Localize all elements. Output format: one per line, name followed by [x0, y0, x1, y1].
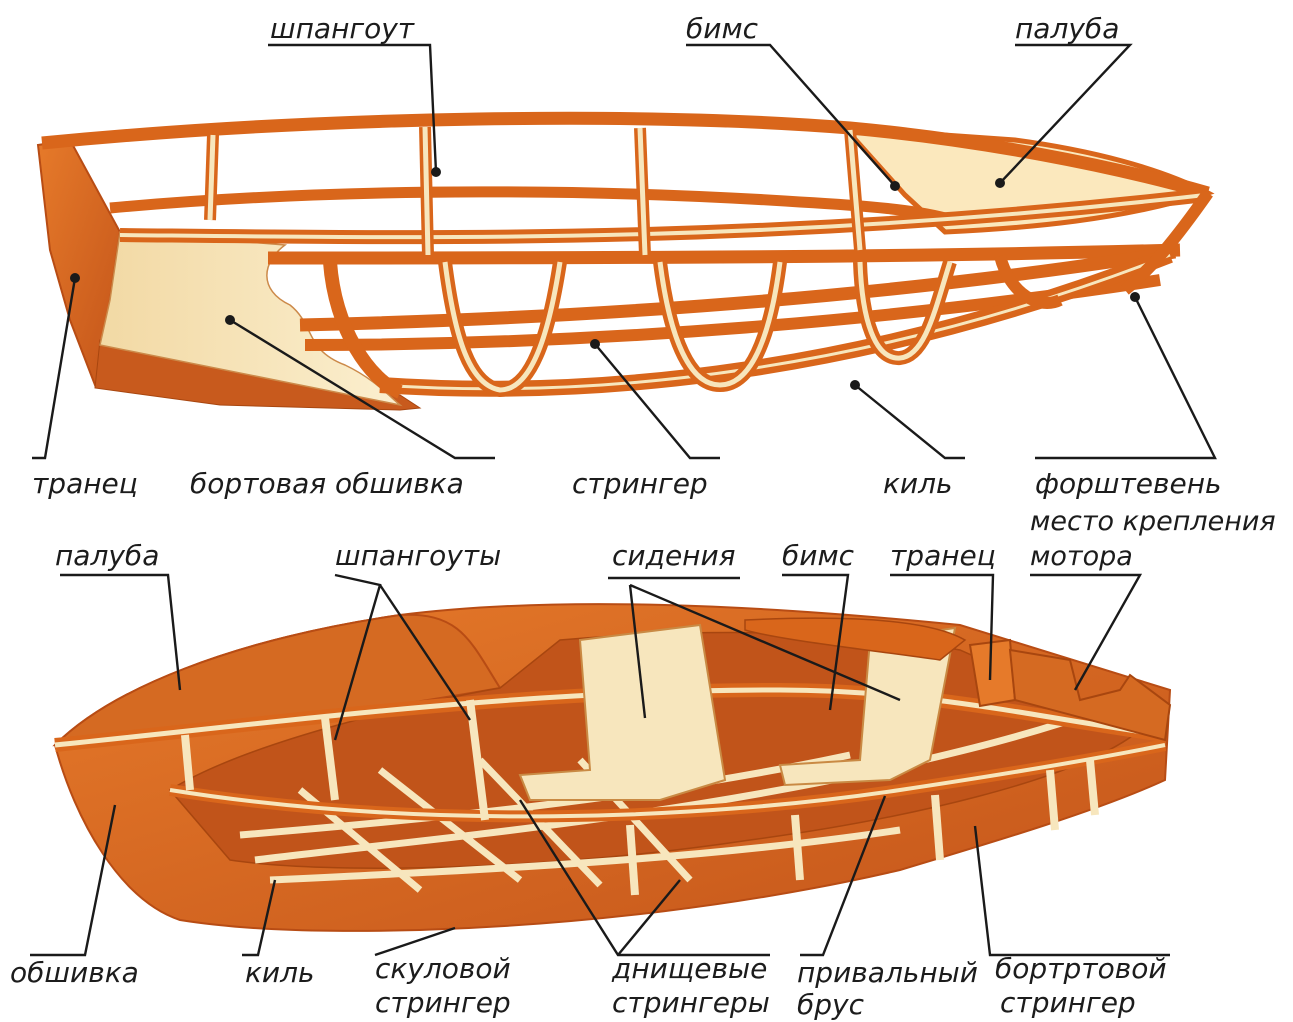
- bottom-boat-illustration: [55, 604, 1170, 931]
- label-frame: шпангоут: [270, 12, 415, 45]
- label-bottom-transom: транец: [890, 539, 996, 572]
- label-side-stringer-2: стрингер: [1000, 986, 1136, 1019]
- label-bottom-deck: палуба: [55, 539, 159, 572]
- label-planking: обшивка: [10, 956, 139, 989]
- label-gunwale-1: привальный: [797, 956, 978, 989]
- label-bottom-stringers-2: стрингеры: [612, 986, 770, 1019]
- label-beam: бимс: [686, 12, 759, 45]
- label-side-planking: бортовая обшивка: [190, 467, 464, 500]
- label-motor-mount-1: место крепления: [1030, 506, 1276, 537]
- label-seats: сидения: [612, 539, 736, 572]
- label-bottom-beam: бимс: [782, 539, 855, 572]
- label-keel: киль: [883, 467, 953, 500]
- label-chine-stringer-2: стрингер: [375, 986, 511, 1019]
- label-bottom-stringers-1: днищевые: [611, 952, 767, 985]
- label-frames: шпангоуты: [335, 539, 501, 572]
- label-motor-mount-2: мотора: [1030, 541, 1133, 572]
- label-gunwale-2: брус: [797, 988, 865, 1021]
- label-chine-stringer-1: скуловой: [375, 952, 511, 985]
- label-side-stringer-1: бортртовой: [995, 952, 1167, 985]
- label-stem: форштевень: [1035, 467, 1222, 500]
- top-boat-illustration: [38, 118, 1208, 410]
- label-transom: транец: [32, 467, 138, 500]
- label-deck: палуба: [1015, 12, 1119, 45]
- label-stringer: стрингер: [572, 467, 708, 500]
- label-bottom-keel: киль: [245, 956, 315, 989]
